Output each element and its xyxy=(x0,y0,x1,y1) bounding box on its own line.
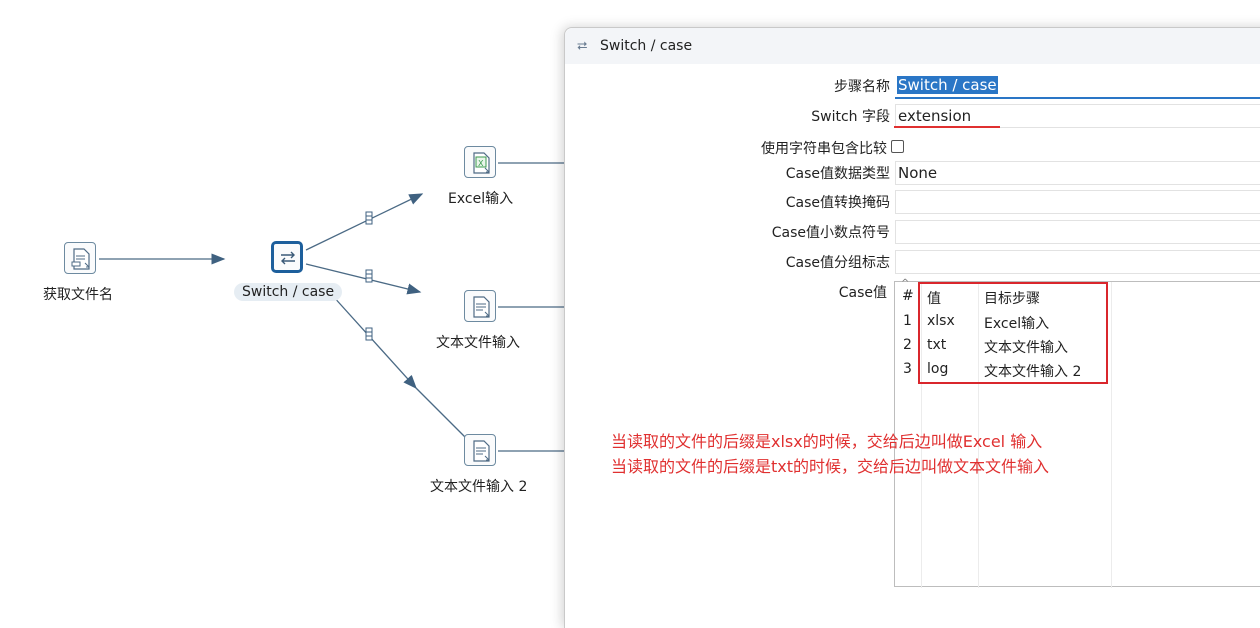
annotation-highlight-box xyxy=(918,282,1108,384)
step-label: 获取文件名 xyxy=(43,287,113,303)
focus-underline xyxy=(895,97,1260,99)
step-excel-input[interactable]: X xyxy=(464,146,496,178)
step-name-field[interactable]: Switch / case xyxy=(895,74,1260,98)
label-case-values: Case值 xyxy=(838,285,887,301)
grid-line xyxy=(1111,282,1112,588)
table-cell[interactable]: Excel输入 xyxy=(984,316,1050,332)
table-cell[interactable]: txt xyxy=(927,337,947,353)
table-cell[interactable]: xlsx xyxy=(927,313,955,329)
grid-line xyxy=(921,282,922,588)
case-values-table[interactable]: ^ # 值 目标步骤 1 xlsx Excel输入 2 txt 文本文件输入 3… xyxy=(894,278,1260,588)
text-file-icon xyxy=(473,440,490,462)
step-label: Switch / case xyxy=(234,283,343,301)
table-header[interactable]: # xyxy=(902,288,914,304)
text-file-icon xyxy=(473,296,490,318)
dialog-titlebar[interactable]: ⮂ Switch / case xyxy=(565,28,1260,64)
label-case-decimal: Case值小数点符号 xyxy=(771,225,890,241)
hop-switch-to-excel[interactable] xyxy=(305,193,424,251)
label-use-contains: 使用字符串包含比较 xyxy=(761,141,887,157)
row-number: 3 xyxy=(903,361,912,377)
case-mask-input[interactable] xyxy=(895,190,1260,214)
label-case-type: Case值数据类型 xyxy=(785,166,890,182)
switch-arrows-icon: ⮂ xyxy=(577,39,588,54)
dialog-title: Switch / case xyxy=(600,38,693,54)
hop-case-icon xyxy=(365,211,373,225)
step-text-input-2[interactable] xyxy=(464,434,496,466)
grid-line xyxy=(978,282,979,588)
step-name-value: Switch / case xyxy=(897,76,998,94)
label-case-group: Case值分组标志 xyxy=(785,255,890,271)
annotation-note: 当读取的文件的后缀是xlsx的时候，交给后边叫做Excel 输入 xyxy=(611,432,1043,451)
step-switch-case[interactable] xyxy=(271,241,303,273)
label-switch-field: Switch 字段 xyxy=(811,109,890,125)
hop-switch-to-text[interactable] xyxy=(305,263,422,295)
case-type-select[interactable]: None xyxy=(895,161,1260,185)
row-number: 2 xyxy=(903,337,912,353)
use-contains-checkbox[interactable] xyxy=(891,140,904,153)
transformation-canvas[interactable] xyxy=(0,0,1260,594)
label-case-mask: Case值转换掩码 xyxy=(785,195,890,211)
table-cell[interactable]: 文本文件输入 xyxy=(984,340,1068,356)
hop-switch-to-text2[interactable] xyxy=(331,294,467,439)
step-text-input[interactable] xyxy=(464,290,496,322)
case-decimal-input[interactable] xyxy=(895,220,1260,244)
step-get-filenames[interactable] xyxy=(64,242,96,274)
table-header[interactable]: 目标步骤 xyxy=(984,291,1040,307)
sort-indicator-icon[interactable]: ^ xyxy=(901,278,910,289)
step-label: 文本文件输入 2 xyxy=(430,479,528,495)
file-input-icon xyxy=(71,248,90,270)
hop-case-icon xyxy=(365,327,373,341)
svg-text:X: X xyxy=(478,159,484,168)
step-label: Excel输入 xyxy=(448,191,514,207)
annotation-note: 当读取的文件的后缀是txt的时候，交给后边叫做文本文件输入 xyxy=(611,457,1050,476)
switch-field-input[interactable]: extension xyxy=(895,104,1260,128)
table-header[interactable]: 值 xyxy=(927,291,941,307)
excel-file-icon: X xyxy=(473,152,490,174)
switch-case-dialog: ⮂ Switch / case 步骤名称 Switch / case Switc… xyxy=(564,27,1260,628)
table-cell[interactable]: log xyxy=(927,361,949,377)
step-label: 文本文件输入 xyxy=(436,335,520,351)
switch-icon xyxy=(281,251,295,265)
hop-case-icon xyxy=(365,269,373,283)
label-step-name: 步骤名称 xyxy=(834,79,890,95)
row-number: 1 xyxy=(903,313,912,329)
table-cell[interactable]: 文本文件输入 2 xyxy=(984,364,1082,380)
annotation-underline xyxy=(894,126,1000,128)
case-group-input[interactable] xyxy=(895,250,1260,274)
